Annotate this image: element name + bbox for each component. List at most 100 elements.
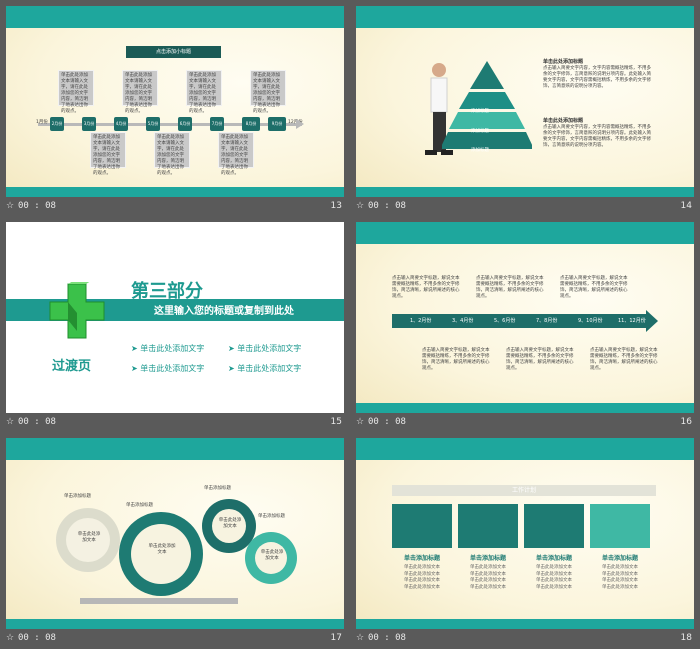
slide-thumb-14[interactable]: 添加标题 添加标题 添加标题 单击此处添加标题 点击输入简要文字内容，文字内容需…	[350, 0, 700, 216]
timeline-segment: 1、2月份	[410, 318, 432, 324]
timeline-text: 点击输入简要文字标题，解说文本需要概括精练，不用多余的文字修饰，简洁清晰，解说所…	[590, 348, 658, 371]
timeline-text: 点击输入简要文字标题，解说文本需要概括精练，不用多余的文字修饰，简洁清晰，解说所…	[476, 276, 544, 299]
timeline-segment: 11、12月份	[618, 318, 646, 324]
transition-label: 过渡页	[52, 359, 92, 374]
slide-title: 点击添加小标题	[126, 46, 221, 58]
slide-14: 添加标题 添加标题 添加标题 单击此处添加标题 点击输入简要文字内容，文字内容需…	[356, 6, 694, 197]
slide-number: 13	[330, 201, 342, 211]
slide-top-bar	[356, 222, 694, 244]
section-heading: 第三部分	[131, 281, 203, 302]
slide-footer: ☆ 00 : 08 15	[0, 414, 350, 432]
timeline-segment: 5、6月份	[494, 318, 516, 324]
plan-label: 单击添加标题	[535, 555, 572, 562]
timeline-segment: 3、4月份	[452, 318, 474, 324]
timeline-arrow-head	[296, 119, 304, 129]
slide-number: 16	[680, 417, 692, 427]
timeline-node: 7月份	[210, 117, 224, 131]
slide-thumb-17[interactable]: 单击此处添加文本 单击此处添加文本 单击此处添加文本 单击此处添加文本 单击添加…	[0, 432, 350, 648]
text-box: 单击此处添加文本请输入文字，请在此处添加您的文字内容，简洁明了地表达出你的观点。	[218, 132, 254, 176]
slide-footer: ☆ 00 : 08 16	[350, 414, 700, 432]
slide-timing: 00 : 08	[368, 417, 406, 427]
slide-timing: 00 : 08	[368, 201, 406, 211]
timeline-arrow-head	[646, 310, 658, 332]
text-box: 单击此处添加文本请输入文字，请在此处添加您的文字内容，简洁明了地表达出你的观点。	[154, 132, 190, 176]
slide-timing: 00 : 08	[18, 417, 56, 427]
slide-15: 第三部分 这里输入您的标题或复制到此处 过渡页 ➤ 单击此处添加文字 ➤ 单击此…	[6, 222, 344, 413]
pyramid-label: 添加标题	[471, 129, 489, 134]
cube-cross-icon	[49, 282, 105, 339]
slide-top-bar	[356, 438, 694, 460]
slide-footer: ☆ 00 : 08 17	[0, 630, 350, 648]
timeline-node: 9月份	[268, 117, 286, 131]
bullet-item: ➤ 单击此处添加文字	[228, 344, 302, 353]
stopwatch-icon	[458, 504, 518, 548]
gear-label: 单击添加标题	[204, 486, 231, 491]
browser-settings-icon	[524, 504, 584, 548]
star-icon[interactable]: ☆	[6, 633, 15, 643]
timeline-line	[38, 123, 302, 126]
slide-bottom-bar	[6, 187, 344, 197]
gear-text: 单击此处添加文本	[218, 518, 242, 529]
slide-footer: ☆ 00 : 08 14	[350, 198, 700, 216]
slide-thumb-18[interactable]: 工作计划 单击添加标题 单击添加标题 单击添加标题 单击添加标题 单击此处添加文…	[350, 432, 700, 648]
bullet-item: ➤ 单击此处添加文字	[131, 344, 205, 353]
text-box: 单击此处添加文本请输入文字，请在此处添加您的文字内容，简洁明了地表达出你的观点。	[90, 132, 126, 176]
star-icon[interactable]: ☆	[6, 201, 15, 211]
timeline-node: 6月份	[178, 117, 192, 131]
slide-number: 14	[680, 201, 692, 211]
bullet-item: ➤ 单击此处添加文字	[131, 364, 205, 373]
slide-thumb-16[interactable]: 1、2月份 3、4月份 5、6月份 7、8月份 9、10月份 11、12月份 点…	[350, 216, 700, 432]
person-image	[425, 63, 453, 155]
slide-thumb-13[interactable]: 点击添加小标题 1月份 12月份 2月份 3月份 4月份 5月份 6月份 7月份…	[0, 0, 350, 216]
slide-thumb-15[interactable]: 第三部分 这里输入您的标题或复制到此处 过渡页 ➤ 单击此处添加文字 ➤ 单击此…	[0, 216, 350, 432]
plan-title-bar: 工作计划	[392, 485, 656, 496]
slide-bottom-bar	[6, 619, 344, 629]
slide-timing: 00 : 08	[18, 201, 56, 211]
slide-number: 18	[680, 633, 692, 643]
timeline-end-label: 12月份	[288, 120, 303, 125]
slide-16: 1、2月份 3、4月份 5、6月份 7、8月份 9、10月份 11、12月份 点…	[356, 222, 694, 413]
slide-number: 17	[330, 633, 342, 643]
plan-label: 单击添加标题	[601, 555, 638, 562]
star-icon[interactable]: ☆	[356, 201, 365, 211]
text-box: 单击此处添加文本请输入文字，请在此处添加您的文字内容，简洁明了地表达出你的观点。	[58, 70, 94, 114]
plan-text: 单击此处添加文本单击此处添加文本单击此处添加文本单击此处添加文本	[470, 565, 506, 590]
section-title: 单击此处添加标题	[543, 59, 584, 65]
slide-footer: ☆ 00 : 08 13	[0, 198, 350, 216]
section-body: 点击输入简要文字内容，文字内容需概括精炼，不用多余的文字修饰，言简意赅的说明分项…	[543, 66, 651, 89]
slide-top-bar	[6, 438, 344, 460]
gear-text: 单击此处添加文本	[260, 550, 284, 561]
building-icon	[392, 504, 452, 548]
section-subtitle: 这里输入您的标题或复制到此处	[154, 306, 294, 317]
pyramid-label: 添加标题	[471, 148, 489, 153]
pyramid-label: 添加标题	[471, 109, 489, 114]
timeline-text: 点击输入简要文字标题，解说文本需要概括精练，不用多余的文字修饰，简洁清晰，解说所…	[506, 348, 574, 371]
timeline-text: 点击输入简要文字标题，解说文本需要概括精练，不用多余的文字修饰，简洁清晰，解说所…	[560, 276, 628, 299]
gear-label: 单击添加标题	[126, 503, 153, 508]
timeline-node: 5月份	[146, 117, 160, 131]
slide-bottom-bar	[356, 403, 694, 413]
slide-bottom-bar	[356, 619, 694, 629]
star-icon[interactable]: ☆	[356, 417, 365, 427]
section-title: 单击此处添加标题	[543, 118, 584, 124]
pyramid-chart	[442, 61, 532, 149]
timeline-segment: 9、10月份	[578, 318, 603, 324]
text-box: 单击此处添加文本请输入文字，请在此处添加您的文字内容，简洁明了地表达出你的观点。	[122, 70, 158, 114]
slide-timing: 00 : 08	[368, 633, 406, 643]
plan-text: 单击此处添加文本单击此处添加文本单击此处添加文本单击此处添加文本	[536, 565, 572, 590]
slide-footer: ☆ 00 : 08 18	[350, 630, 700, 648]
timeline-node: 3月份	[82, 117, 96, 131]
slide-18: 工作计划 单击添加标题 单击添加标题 单击添加标题 单击添加标题 单击此处添加文…	[356, 438, 694, 629]
timeline-text: 点击输入简要文字标题，解说文本需要概括精练，不用多余的文字修饰，简洁清晰，解说所…	[392, 276, 460, 299]
gear-text: 单击此处添加文本	[77, 532, 101, 543]
slide-top-bar	[6, 6, 344, 28]
gear-label: 单击添加标题	[64, 494, 91, 499]
star-icon[interactable]: ☆	[6, 417, 15, 427]
text-box: 单击此处添加文本请输入文字，请在此处添加您的文字内容，简洁明了地表达出你的观点。	[250, 70, 286, 114]
gears-graphic	[56, 499, 297, 604]
star-icon[interactable]: ☆	[356, 633, 365, 643]
gear-text: 单击此处添加文本	[148, 544, 176, 555]
slide-number: 15	[330, 417, 342, 427]
person-building-icon	[590, 504, 650, 548]
slide-bottom-bar	[356, 187, 694, 197]
